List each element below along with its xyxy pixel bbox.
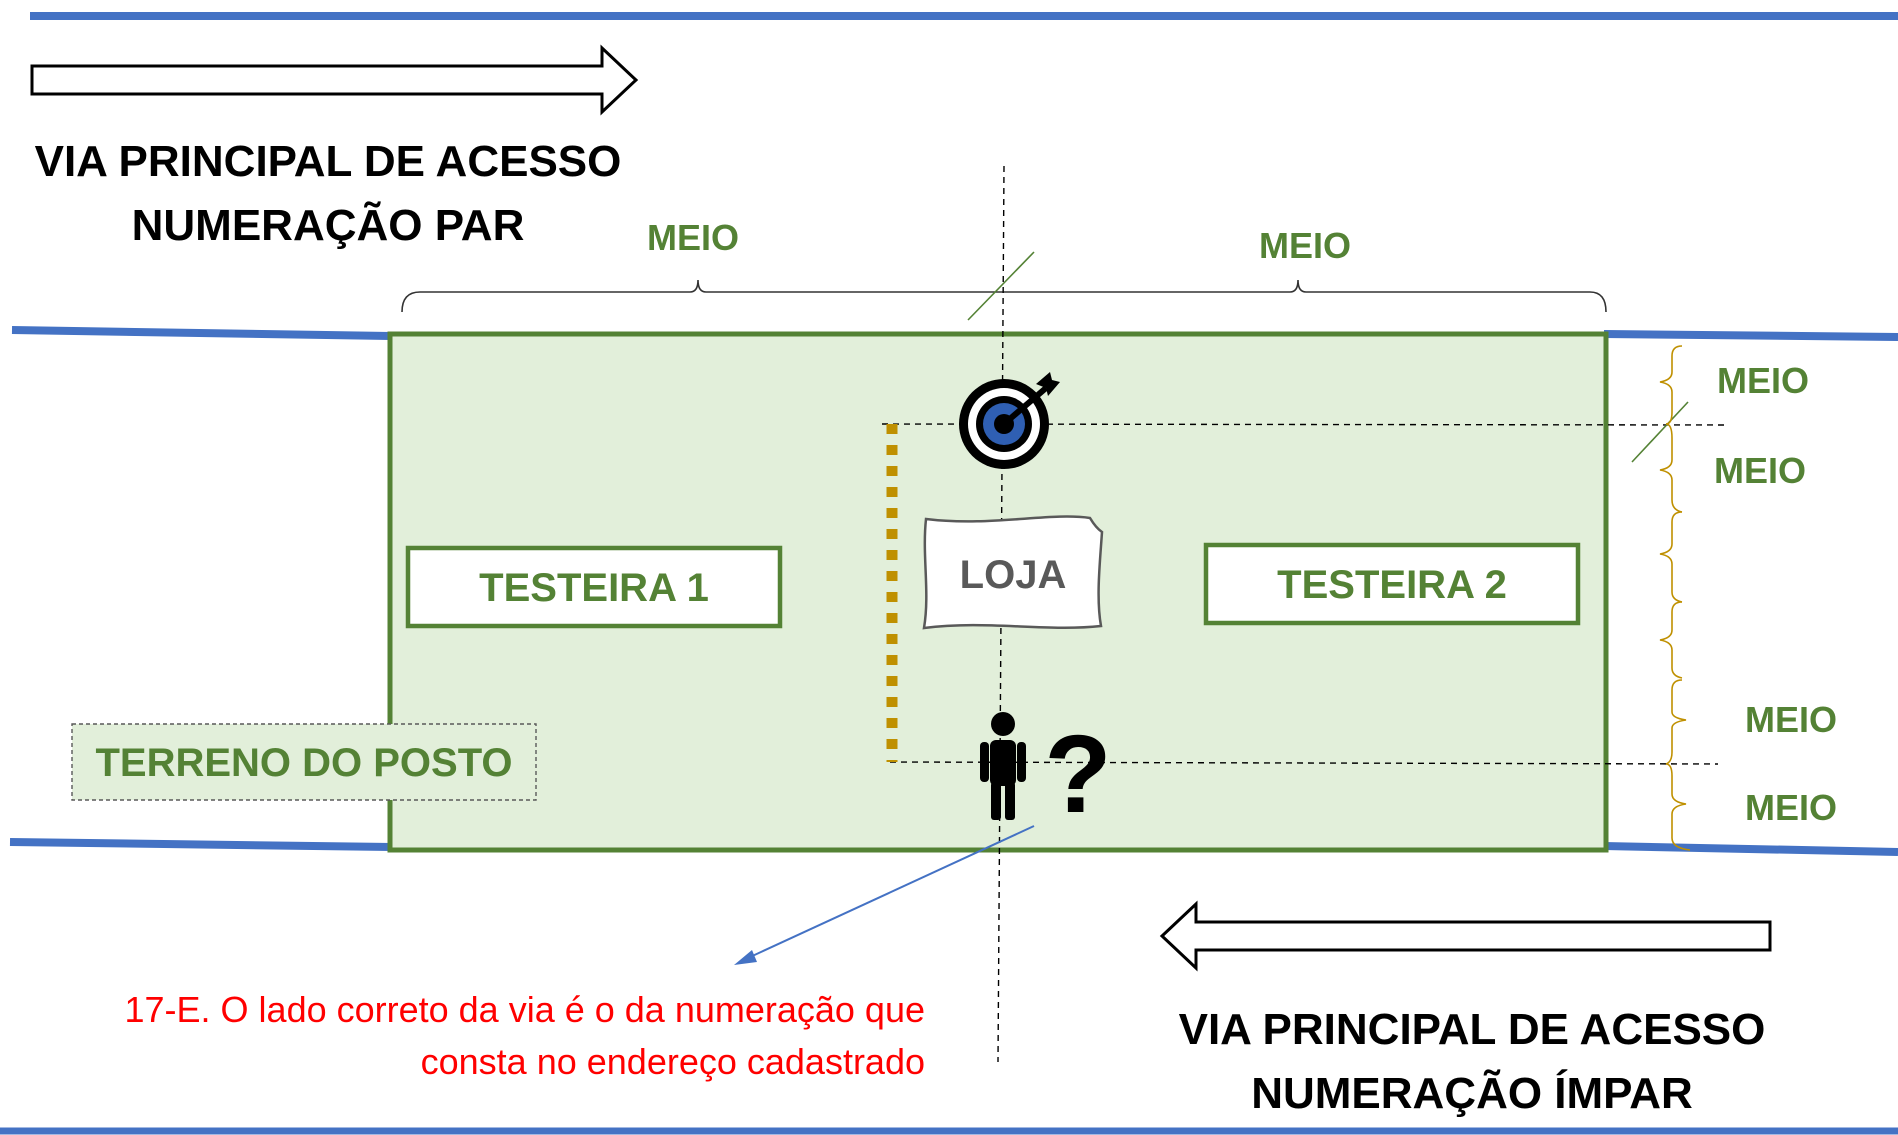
top-road-arrow-right bbox=[30, 44, 639, 116]
bottom-road-title-line2: NUMERAÇÃO ÍMPAR bbox=[1251, 1068, 1693, 1118]
loja-label: LOJA bbox=[960, 553, 1067, 597]
lot-bottom-road-right bbox=[1603, 842, 1898, 856]
question-mark-icon: ? bbox=[1044, 713, 1111, 836]
top-meio-label-right: MEIO bbox=[1259, 225, 1351, 266]
top-road-title-line2: NUMERAÇÃO PAR bbox=[132, 200, 525, 250]
side-meio-label-4: MEIO bbox=[1745, 787, 1837, 828]
bottom-road-arrow-left bbox=[1159, 900, 1772, 972]
lot-top-road-right bbox=[1603, 330, 1898, 341]
note-line-2: consta no endereço cadastrado bbox=[421, 1041, 925, 1082]
terreno-label: TERRENO DO POSTO bbox=[95, 741, 512, 785]
lot-bottom-road-left bbox=[9, 838, 393, 851]
side-meio-label-3: MEIO bbox=[1745, 699, 1837, 740]
note-pointer-arrowhead bbox=[734, 950, 757, 965]
testeira-2-label: TESTEIRA 2 bbox=[1277, 563, 1507, 607]
lot-top-road-left bbox=[11, 326, 393, 340]
side-braces bbox=[1659, 345, 1691, 851]
target-horizontal-line bbox=[881, 423, 1727, 426]
note-line-1: 17-E. O lado correto da via é o da numer… bbox=[125, 989, 926, 1030]
bottom-road-title-line1: VIA PRINCIPAL DE ACESSO bbox=[1179, 1005, 1766, 1054]
top-brace bbox=[401, 279, 1607, 313]
side-meio-label-1: MEIO bbox=[1717, 360, 1809, 401]
loja-box bbox=[922, 515, 1104, 630]
target-icon bbox=[959, 372, 1060, 469]
person-icon bbox=[980, 712, 1026, 820]
terreno-box bbox=[71, 723, 537, 801]
top-road-title-line1: VIA PRINCIPAL DE ACESSO bbox=[35, 137, 622, 186]
testeira-1-box bbox=[405, 545, 783, 629]
side-meio-label-2: MEIO bbox=[1714, 450, 1806, 491]
testeira-2-box bbox=[1203, 542, 1581, 626]
testeira-1-label: TESTEIRA 1 bbox=[479, 566, 709, 610]
top-midpoint-tick bbox=[967, 251, 1035, 321]
note-pointer-line bbox=[747, 825, 1035, 959]
top-meio-label-left: MEIO bbox=[647, 217, 739, 258]
side-midpoint-tick bbox=[1631, 401, 1689, 463]
